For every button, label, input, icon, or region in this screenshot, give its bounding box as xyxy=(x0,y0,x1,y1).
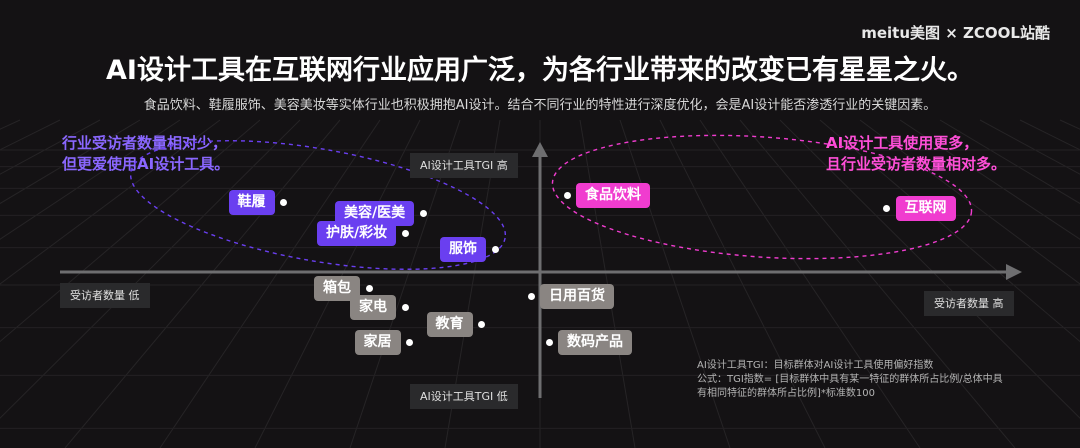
legend-line: AI设计工具TGI：目标群体对AI设计工具使用偏好指数 xyxy=(697,360,934,371)
left-note-line: 行业受访者数量相对少， xyxy=(62,134,228,152)
tgi-definition-note: AI设计工具TGI：目标群体对AI设计工具使用偏好指数 公式：TGI指数= [目… xyxy=(697,359,1003,401)
right-note-line: AI设计工具使用更多， xyxy=(826,134,979,152)
y-axis-low-label: AI设计工具TGI 低 xyxy=(410,384,518,409)
data-point-label: 数码产品 xyxy=(558,330,632,356)
y-axis-arrow xyxy=(532,142,548,157)
data-point-label: 日用百货 xyxy=(540,284,614,310)
data-point-dot xyxy=(419,210,427,218)
data-point-label: 家电 xyxy=(350,295,396,321)
pink-cluster-outline xyxy=(551,134,973,260)
data-point-dot xyxy=(545,339,553,347)
grid-line xyxy=(859,119,1080,285)
data-point-dot xyxy=(478,321,485,329)
data-point-dot xyxy=(401,304,409,312)
data-point-label: 服饰 xyxy=(440,237,486,263)
right-cluster-note: AI设计工具使用更多， 且行业受访者数量相对多。 xyxy=(826,133,1006,175)
grid-line xyxy=(0,119,221,285)
grid-line xyxy=(899,119,1080,240)
data-point-dot xyxy=(563,192,571,200)
page-title: AI设计工具在互联网行业应用广泛，为各行业带来的改变已有星星之火。 xyxy=(106,55,974,86)
grid-line xyxy=(739,119,1016,448)
grid-line xyxy=(64,119,341,448)
grid-line xyxy=(0,119,181,240)
grid-line xyxy=(939,119,1080,205)
data-point-label: 护肤/彩妆 xyxy=(317,221,397,247)
grid-line xyxy=(579,119,636,448)
data-point-label: 食品饮料 xyxy=(576,183,650,209)
x-axis-low-label: 受访者数量 低 xyxy=(60,283,150,308)
data-point-label: 教育 xyxy=(426,312,473,338)
data-point-label: 家居 xyxy=(354,330,401,356)
grid-line xyxy=(659,119,826,448)
grid-line xyxy=(159,119,381,448)
left-cluster-note: 行业受访者数量相对少， 但更爱使用AI设计工具。 xyxy=(62,133,229,175)
y-axis-high-label: AI设计工具TGI 高 xyxy=(410,153,518,178)
legend-line: 有相同特征的群体所占比例]*标准数100 xyxy=(697,388,875,399)
legend-line: 公式：TGI指数= [目标群体中具有某一特征的群体所占比例/总体中具 xyxy=(697,374,1003,385)
data-point-label: 鞋履 xyxy=(228,190,275,216)
right-note-line: 且行业受访者数量相对多。 xyxy=(826,155,1007,173)
grid-line xyxy=(619,119,731,448)
left-note-line: 但更爱使用AI设计工具。 xyxy=(62,155,230,173)
data-point-label: 互联网 xyxy=(895,195,956,221)
grid-line xyxy=(0,119,141,205)
grid-line xyxy=(779,119,1080,419)
purple-cluster-outline xyxy=(129,140,507,270)
grid-line xyxy=(699,119,921,448)
x-axis-high-label: 受访者数量 高 xyxy=(924,291,1014,316)
data-point-dot xyxy=(401,230,409,238)
data-point-dot xyxy=(491,246,499,254)
brand-logo: meitu美图 × ZCOOL站酷 xyxy=(861,24,1050,42)
data-point-dot xyxy=(527,293,535,301)
x-axis-arrow xyxy=(1006,264,1022,280)
page-subtitle: 食品饮料、鞋履服饰、美容美妆等实体行业也积极拥抱AI设计。结合不同行业的特性进行… xyxy=(143,98,937,113)
data-point-dot xyxy=(406,339,413,347)
grid-line xyxy=(819,119,1080,343)
data-point-dot xyxy=(883,204,890,212)
data-point-dot xyxy=(365,285,373,293)
data-point-dot xyxy=(280,199,287,207)
